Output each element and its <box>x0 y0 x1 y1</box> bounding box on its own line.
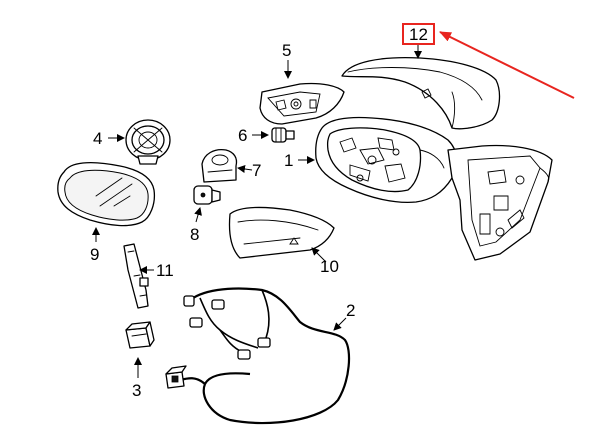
leader-8 <box>194 207 202 223</box>
leader-2 <box>333 317 347 331</box>
lower-cover-part <box>228 206 335 259</box>
callout-11: 11 <box>156 261 174 280</box>
callout-6: 6 <box>238 126 247 145</box>
mirror-glass-part <box>57 161 156 227</box>
callout-4: 4 <box>93 129 102 148</box>
mirror-actuator-part <box>125 119 171 165</box>
clip-part <box>193 185 221 205</box>
callout-5: 5 <box>282 41 291 60</box>
turn-signal-housing-part <box>259 82 345 125</box>
callout-12: 12 <box>409 25 428 44</box>
callout-3: 3 <box>132 381 141 400</box>
callout-9: 9 <box>90 245 99 264</box>
sensor-part <box>201 148 238 183</box>
bracket-strip-part <box>123 243 149 309</box>
bulb-socket-part <box>271 127 295 143</box>
callout-1: 1 <box>284 151 293 170</box>
callout-10: 10 <box>320 257 339 276</box>
callout-labels: 5 4 6 1 7 8 9 10 11 2 3 12 <box>90 23 435 400</box>
callout-2: 2 <box>346 301 355 320</box>
wiring-harness-part <box>165 287 351 425</box>
leader-lines <box>92 44 422 378</box>
callout-8: 8 <box>190 225 199 244</box>
callout-12-box <box>402 23 435 45</box>
leader-10 <box>311 247 327 263</box>
highlight-arrow <box>439 31 575 99</box>
connector-part <box>125 321 155 349</box>
mirror-housing-part <box>315 116 553 261</box>
callout-7: 7 <box>252 161 261 180</box>
leader-7 <box>237 165 253 173</box>
